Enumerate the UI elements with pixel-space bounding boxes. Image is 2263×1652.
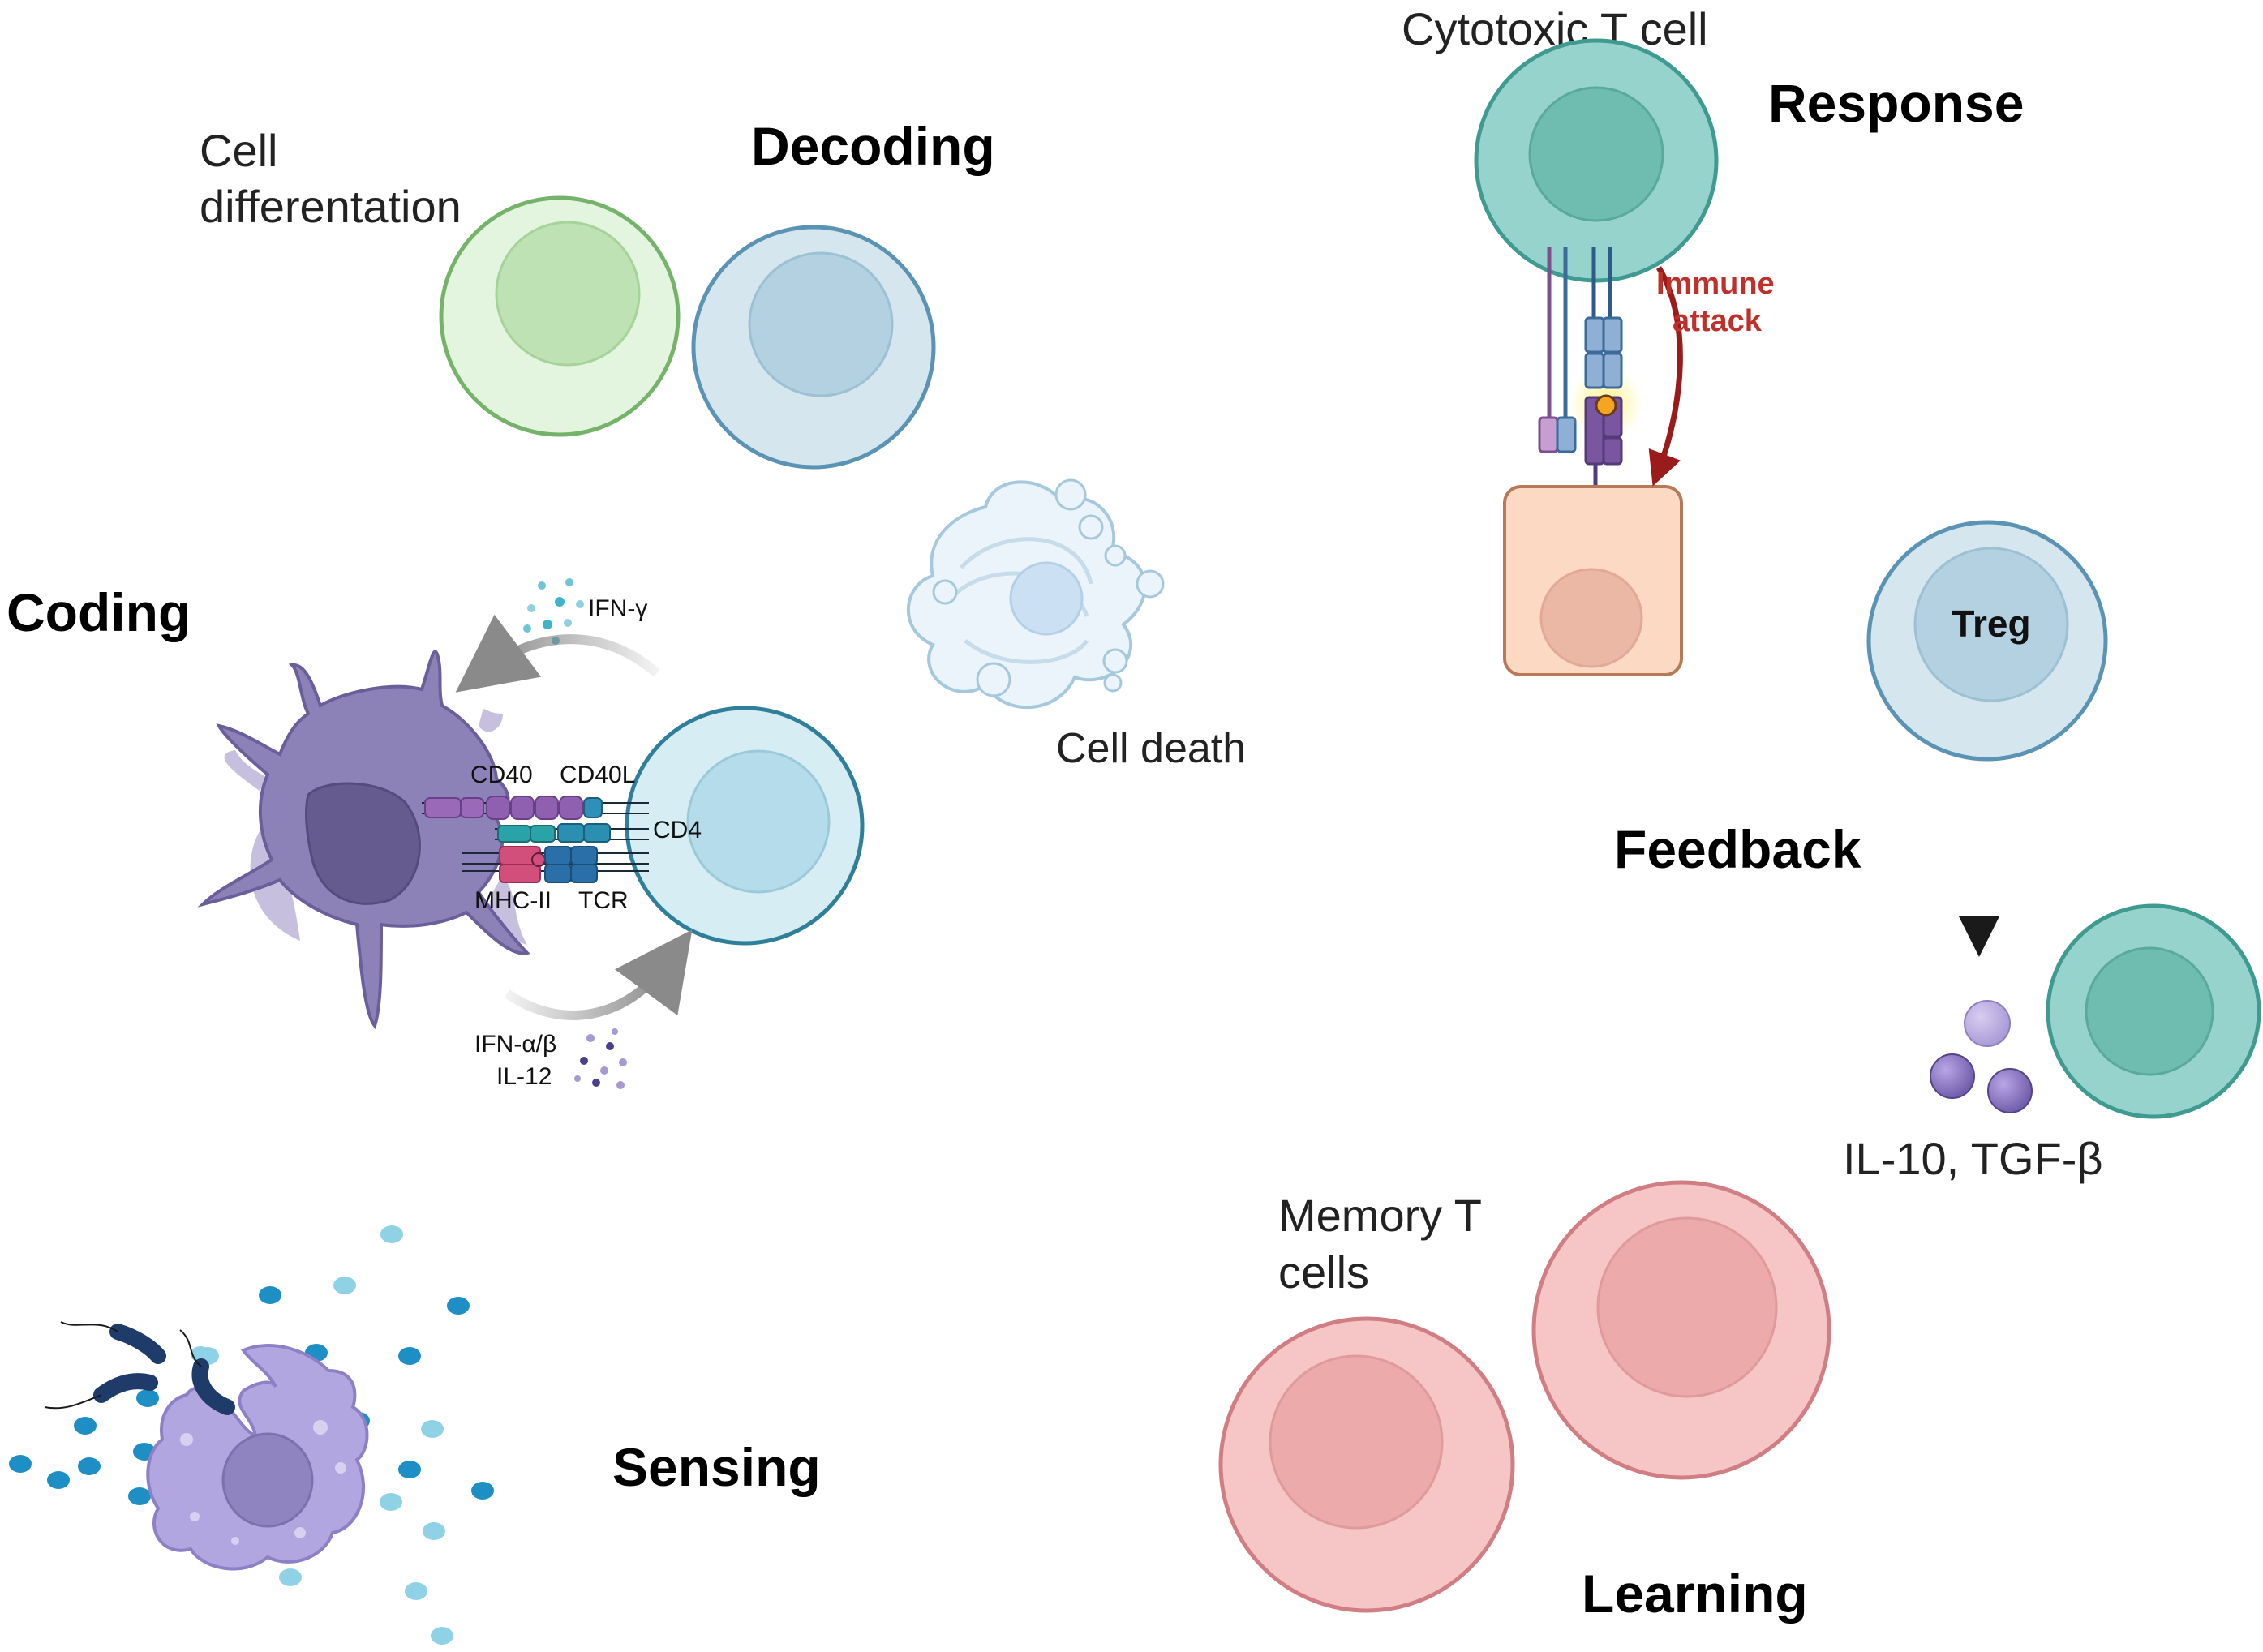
memory-t-cell-back — [1531, 1180, 1831, 1480]
differentiated-cell-green — [439, 195, 681, 437]
cytotoxic-t-cell — [1474, 38, 1719, 283]
memory-t-cells-label-line2: cells — [1278, 1247, 1369, 1298]
ifn-gamma-label: IFN-γ — [588, 595, 647, 622]
cd40l-label: CD40L — [560, 762, 635, 788]
suppressed-t-cell — [2046, 903, 2261, 1119]
coding-group: Coding IFN-γ — [6, 578, 865, 1090]
immune-attack-label: Immune — [1656, 267, 1775, 301]
tcr-label: TCR — [578, 887, 629, 914]
cd4-label: CD4 — [653, 817, 702, 843]
cell-death-label: Cell death — [1056, 725, 1246, 772]
ifn-alpha-beta-label: IFN-α/β — [474, 1031, 556, 1058]
il-12-label: IL-12 — [496, 1063, 552, 1090]
decoding-group: Cell differentation Decoding — [200, 116, 995, 470]
memory-t-cell-front — [1218, 1316, 1515, 1613]
differentiated-cell-blue — [691, 225, 936, 470]
helper-t-cell — [625, 706, 865, 946]
cell-differentiation-label-line2: differentation — [200, 181, 462, 232]
cd40-label: CD40 — [470, 762, 533, 788]
sensing-title: Sensing — [612, 1437, 821, 1497]
mhc-ii-label: MHC-II — [474, 887, 552, 914]
sensing-group: Sensing — [9, 1225, 821, 1645]
ifn-alpha-beta-particles — [574, 1028, 627, 1089]
immune-attack-label-line2: attack — [1673, 304, 1763, 338]
immune-attack-arrow — [1648, 266, 1683, 487]
response-group: Cytotoxic T cell Response — [1402, 3, 2024, 676]
learning-title: Learning — [1582, 1564, 1808, 1624]
treg-cell: Treg — [1866, 520, 2108, 762]
response-title: Response — [1768, 73, 2024, 133]
bacteria — [44, 1321, 235, 1415]
pathogen-particles — [9, 1225, 494, 1645]
immune-synapse — [422, 796, 649, 883]
ifn-gamma-arrow — [455, 614, 660, 693]
ifn-alpha-beta-arrow — [504, 929, 693, 1020]
target-cell — [1503, 485, 1683, 676]
coding-title: Coding — [6, 582, 191, 642]
cytokine-particles — [1930, 1000, 2033, 1113]
decoding-title: Decoding — [751, 116, 995, 176]
dendritic-cell — [197, 650, 530, 1030]
feedback-title: Feedback — [1614, 819, 1862, 879]
learning-group: Memory T cells Learning — [1218, 1180, 1831, 1624]
apoptotic-cell — [907, 478, 1165, 710]
feedback-group: Treg Feedback IL-10, TGF-β — [1614, 520, 2261, 1184]
cytokines-feedback-label: IL-10, TGF-β — [1843, 1133, 2103, 1184]
cell-differentiation-label: Cell — [200, 125, 277, 176]
treg-label: Treg — [1952, 603, 2030, 645]
memory-t-cells-label: Memory T — [1278, 1190, 1482, 1241]
macrophage — [146, 1344, 369, 1571]
tcr-receptor-complex — [1538, 247, 1643, 523]
